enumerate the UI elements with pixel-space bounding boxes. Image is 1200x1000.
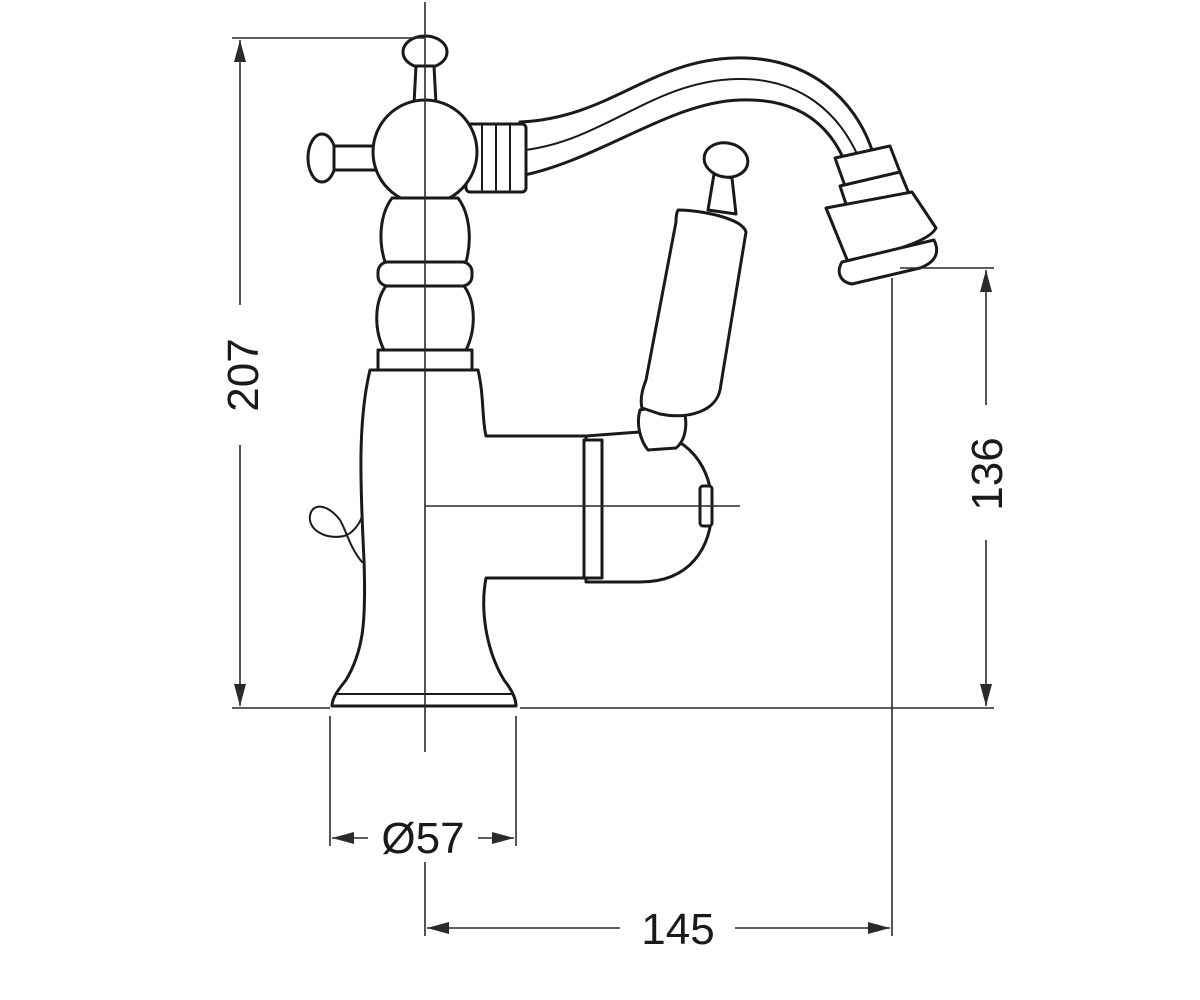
arrow-head bbox=[234, 40, 246, 62]
side-arm bbox=[332, 144, 380, 172]
dimension-spout-reach: 145 bbox=[424, 278, 893, 954]
arrow-head bbox=[980, 270, 992, 292]
center-lines bbox=[424, 2, 740, 752]
faucet-outline bbox=[306, 34, 939, 708]
popup-waste-pull bbox=[308, 505, 363, 563]
dimension-base-diameter: Ø57 bbox=[329, 716, 517, 863]
main-body bbox=[330, 368, 592, 708]
dimension-spout-height: 136 bbox=[520, 267, 1012, 709]
arrow-head bbox=[234, 684, 246, 706]
side-knob bbox=[306, 132, 338, 184]
dimension-label-145: 145 bbox=[641, 905, 714, 954]
cartridge-dome bbox=[584, 430, 714, 584]
arrow-head bbox=[427, 922, 449, 934]
spout-tube bbox=[518, 56, 874, 178]
dimension-label-136: 136 bbox=[963, 437, 1012, 510]
lever-grip bbox=[639, 208, 748, 418]
dimension-label-207: 207 bbox=[219, 338, 268, 411]
dimension-label-57: Ø57 bbox=[381, 814, 464, 863]
cartridge-ring bbox=[582, 438, 604, 580]
arrow-head bbox=[980, 684, 992, 706]
arrow-head bbox=[332, 832, 354, 844]
spout-inner-line bbox=[524, 77, 859, 157]
lever-knob bbox=[702, 141, 750, 179]
arrow-head bbox=[492, 832, 514, 844]
arrow-head bbox=[868, 922, 890, 934]
dimension-total-height: 207 bbox=[219, 37, 425, 709]
lever-knob-stem bbox=[706, 172, 738, 216]
